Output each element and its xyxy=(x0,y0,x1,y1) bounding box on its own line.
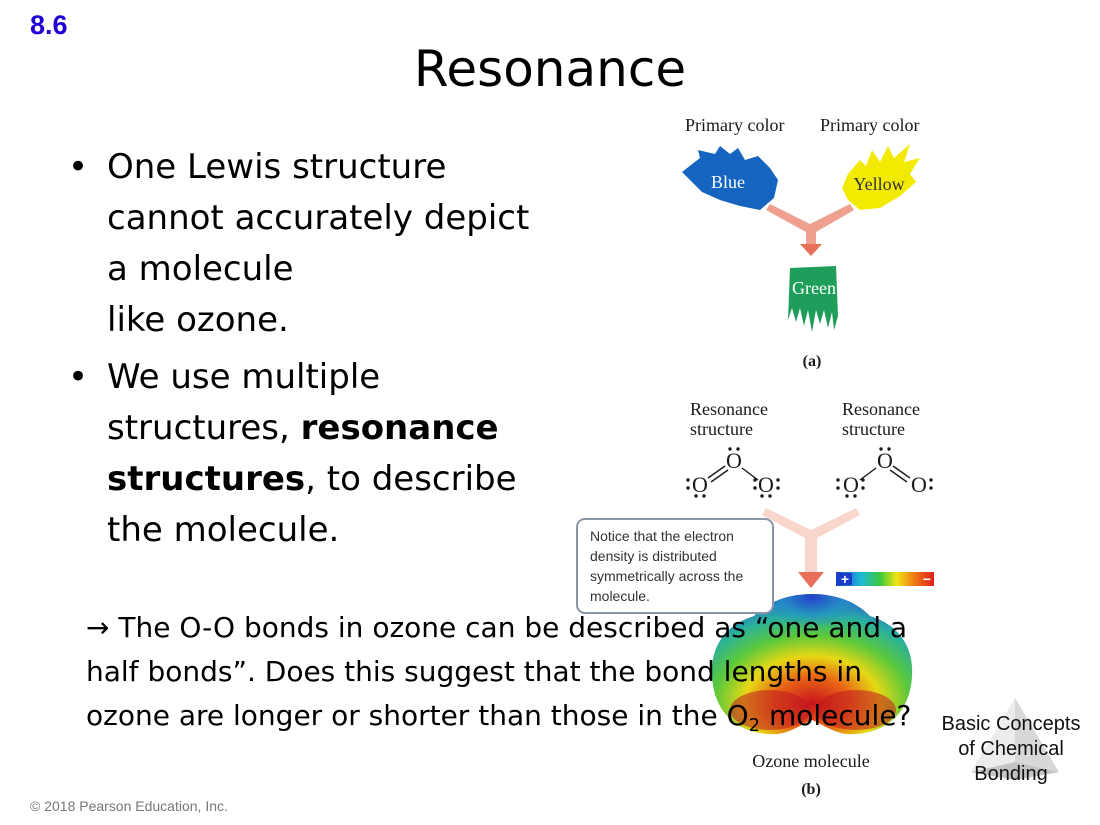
resonance-left-label-1: Resonance xyxy=(690,399,768,419)
resonance-figure: Primary color Primary color Blue Yellow … xyxy=(682,115,934,798)
scale-plus-box xyxy=(838,573,852,585)
merge-arrow-b xyxy=(762,508,860,572)
arrow-icon: → xyxy=(86,611,110,644)
bullet-two-bold: resonance structures xyxy=(107,408,499,499)
blue-paint-swatch xyxy=(682,146,778,210)
yellow-paint-label: Yellow xyxy=(853,174,904,194)
question-text-after: molecule? xyxy=(760,699,912,732)
bullet-one-line-1: One Lewis structure xyxy=(107,147,447,187)
left-resonance-structure: O O O xyxy=(686,447,780,498)
bullet-two-suffix: , to describe the molecule. xyxy=(107,459,517,550)
bullet-list: One Lewis structure cannot accurately de… xyxy=(64,142,584,562)
scale-plus: + xyxy=(841,571,849,587)
copyright-notice: © 2018 Pearson Education, Inc. xyxy=(30,798,228,814)
slide-title: Resonance xyxy=(413,40,687,98)
electron-density-scale xyxy=(836,572,934,586)
caption-b: (b) xyxy=(801,781,821,798)
green-paint-label: Green xyxy=(792,278,836,298)
right-center-o: O xyxy=(877,448,893,473)
resonance-right-label-1: Resonance xyxy=(842,399,920,419)
left-terminal-o-1: O xyxy=(692,472,708,497)
scale-minus: − xyxy=(923,571,931,587)
ozone-molecule-label: Ozone molecule xyxy=(752,751,869,771)
left-terminal-o-2: O xyxy=(758,472,774,497)
blue-paint-label: Blue xyxy=(711,172,745,192)
bullet-one: One Lewis structure cannot accurately de… xyxy=(64,142,584,346)
merge-arrow-a xyxy=(766,204,854,242)
right-terminal-o-2: O xyxy=(911,472,927,497)
bullet-one-line-3: a molecule xyxy=(107,249,294,289)
arrow-a-head xyxy=(800,244,822,256)
arrow-a-shaft xyxy=(806,230,816,244)
side-caption: Basic Concepts of Chemical Bonding xyxy=(941,713,1081,785)
bullet-two: We use multiple structures, resonance st… xyxy=(64,352,537,556)
right-terminal-o-1: O xyxy=(843,472,859,497)
primary-color-left-label: Primary color xyxy=(685,115,784,135)
caption-a: (a) xyxy=(803,353,822,370)
bullet-one-line-4: like ozone. xyxy=(107,300,289,340)
question-text-before: The O-O bonds in ozone can be described … xyxy=(86,611,908,732)
section-number: 8.6 xyxy=(30,10,68,40)
resonance-right-label-2: structure xyxy=(842,419,905,439)
primary-color-right-label: Primary color xyxy=(820,115,919,135)
bullet-two-prefix: We use multiple structures, xyxy=(107,357,381,448)
resonance-left-label-2: structure xyxy=(690,419,753,439)
notice-callout: Notice that the electron density is dist… xyxy=(576,518,774,614)
left-center-o: O xyxy=(726,448,742,473)
green-paint-swatch xyxy=(788,266,838,332)
arrow-b-head xyxy=(798,572,824,588)
pyramid-logo-icon xyxy=(971,698,1059,780)
right-resonance-structure: O O O xyxy=(836,447,933,498)
yellow-paint-swatch xyxy=(842,144,920,210)
question-subscript: 2 xyxy=(748,715,761,736)
ozone-molecule-model xyxy=(711,594,913,735)
question-text: → The O-O bonds in ozone can be describe… xyxy=(86,606,936,738)
bullet-one-line-2: cannot accurately depict xyxy=(107,198,530,238)
